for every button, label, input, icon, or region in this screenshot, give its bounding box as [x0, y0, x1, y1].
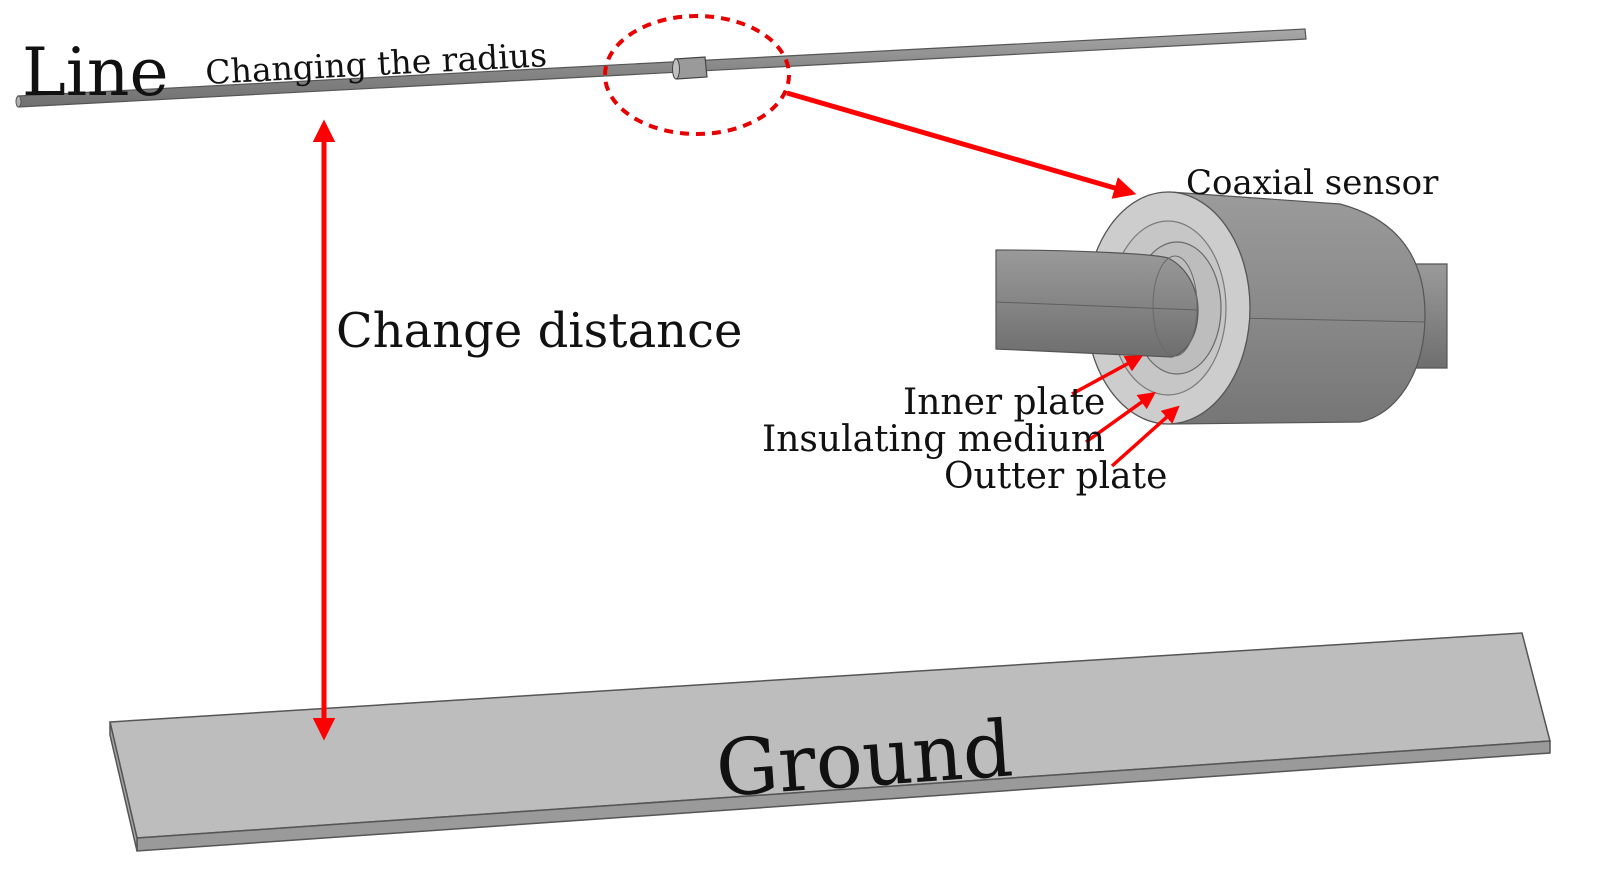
- insulating-medium-arrow: [1084, 391, 1156, 444]
- line-conductor: [15, 28, 1307, 108]
- coaxial-sensor-label: Coaxial sensor: [1186, 163, 1439, 203]
- insulating-medium-label: Insulating medium: [762, 419, 1105, 460]
- zoom-arrow: [786, 90, 1137, 199]
- ground-plane: [109, 632, 1551, 852]
- line-label: Line: [22, 34, 169, 111]
- callout-circle: [603, 14, 791, 136]
- change-distance-label: Change distance: [336, 303, 742, 359]
- outer-plate-label: Outter plate: [944, 456, 1167, 497]
- ground-label: Ground: [713, 704, 1016, 814]
- inner-plate-label: Inner plate: [903, 382, 1105, 423]
- small-coaxial-sensor: [672, 56, 708, 80]
- inner-plate-arrow: [1071, 355, 1144, 396]
- outer-plate-arrow: [1110, 405, 1180, 468]
